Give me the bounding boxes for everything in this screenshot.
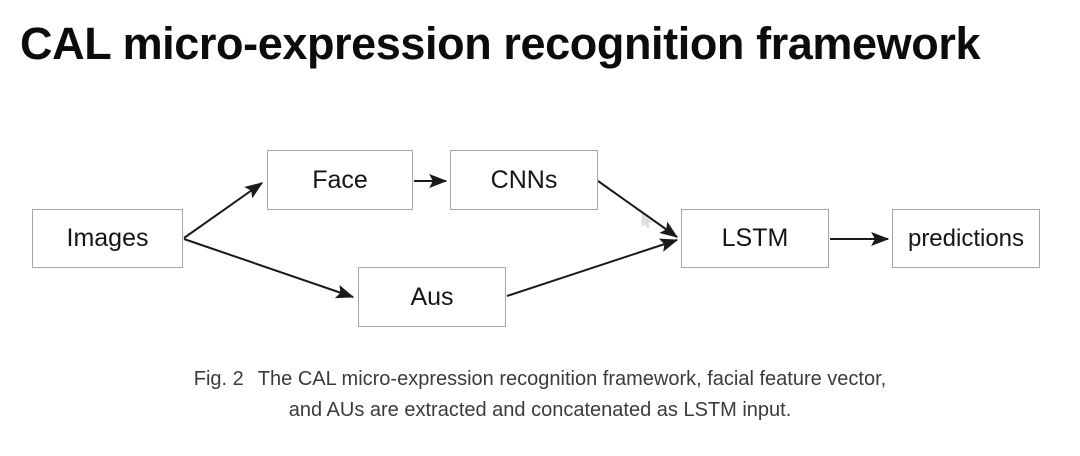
framework-diagram: Images Face CNNs Aus LSTM predictions (0, 130, 1080, 345)
edge-cnns-to-lstm (597, 180, 678, 238)
diagram-node-predictions[interactable]: predictions (892, 209, 1040, 268)
diagram-node-aus[interactable]: Aus (358, 267, 506, 327)
diagram-node-face[interactable]: Face (267, 150, 413, 210)
edge-aus-to-lstm (506, 238, 679, 297)
caption-line-1: Fig. 2 The CAL micro-expression recogniti… (0, 364, 1080, 395)
caption-line-2: and AUs are extracted and concatenated a… (288, 399, 792, 421)
figure-caption: Fig. 2 The CAL micro-expression recogniti… (0, 364, 1080, 426)
edge-images-to-aus (183, 238, 355, 299)
page-title: CAL micro-expression recognition framewo… (20, 18, 981, 69)
figure-number: Fig. 2 (193, 368, 244, 390)
diagram-node-lstm[interactable]: LSTM (681, 209, 829, 268)
diagram-connectors (183, 174, 890, 299)
diagram-node-images[interactable]: Images (32, 209, 183, 268)
edge-images-to-face (183, 182, 263, 239)
caption-text-1: The CAL micro-expression recognition fra… (257, 368, 887, 390)
diagram-node-cnns[interactable]: CNNs (450, 150, 598, 210)
